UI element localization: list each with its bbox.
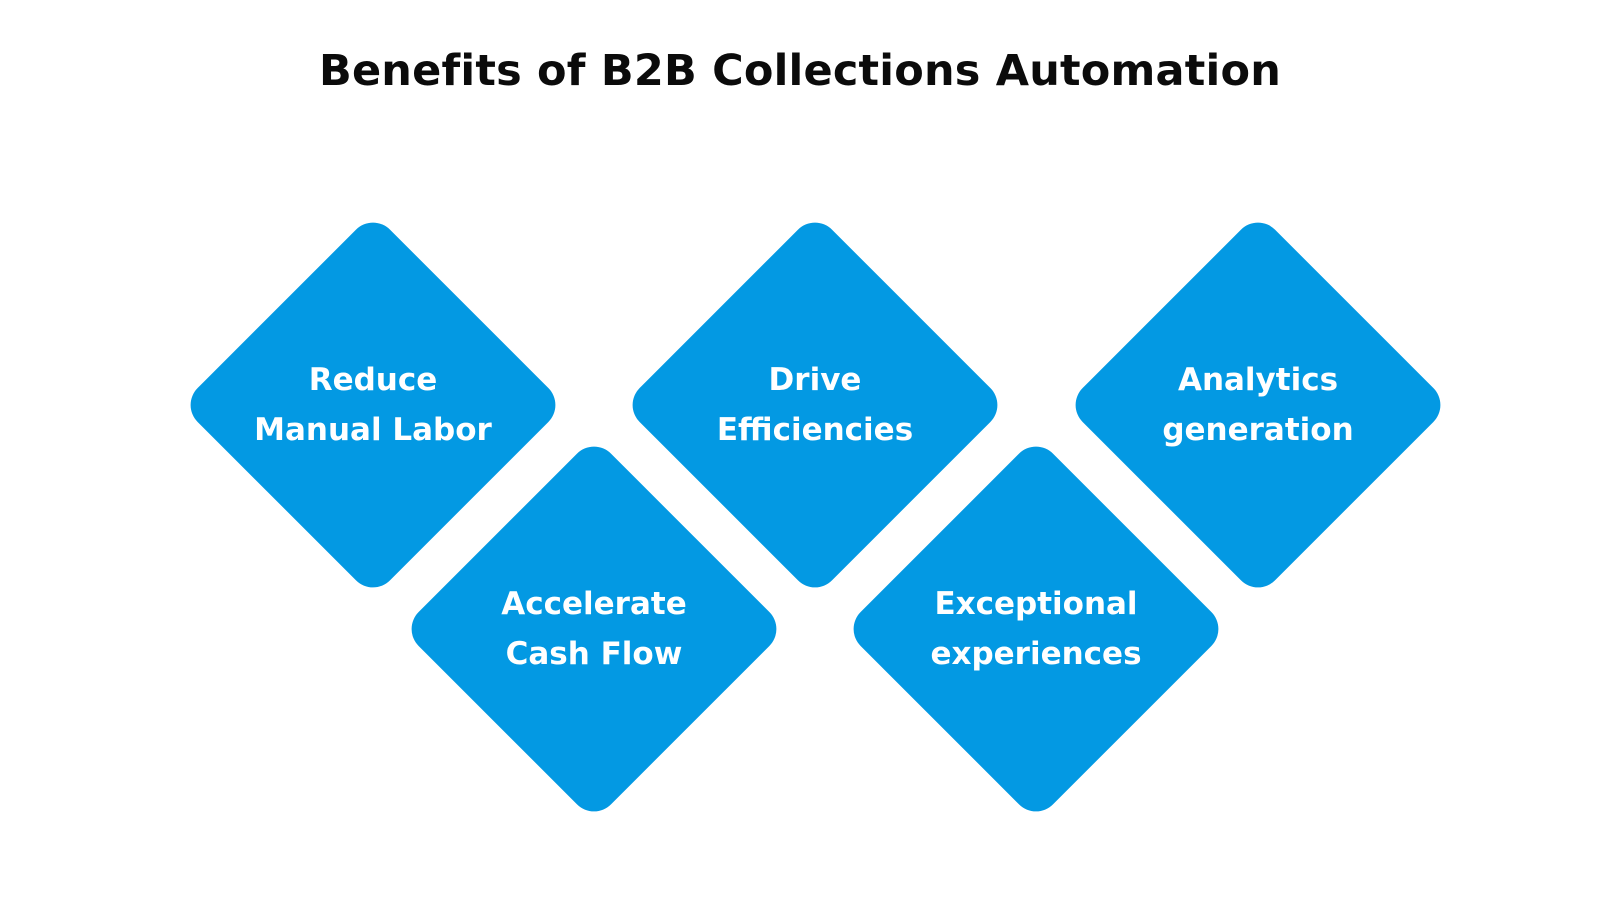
benefit-exceptional-experiences: Exceptional experiences bbox=[843, 436, 1229, 822]
benefit-label: Reduce Manual Labor bbox=[223, 213, 523, 597]
benefit-reduce-manual-labor: Reduce Manual Labor bbox=[180, 212, 566, 598]
benefit-label: Exceptional experiences bbox=[886, 437, 1186, 821]
benefit-label-line: Accelerate bbox=[501, 586, 687, 622]
benefit-label-line: Reduce bbox=[308, 362, 438, 398]
benefit-analytics-generation: Analytics generation bbox=[1065, 212, 1451, 598]
benefit-label: Analytics generation bbox=[1108, 213, 1408, 597]
benefit-label-line: generation bbox=[1162, 412, 1354, 448]
benefit-label-line: Analytics bbox=[1177, 362, 1339, 398]
benefit-label: Drive Efficiencies bbox=[665, 213, 965, 597]
benefit-label-line: Drive bbox=[768, 362, 862, 398]
benefit-label-line: Cash Flow bbox=[505, 636, 683, 672]
benefit-drive-efficiencies: Drive Efficiencies bbox=[622, 212, 1008, 598]
benefit-label-line: Efficiencies bbox=[716, 412, 914, 448]
benefit-label-line: experiences bbox=[930, 636, 1142, 672]
benefit-label-line: Manual Labor bbox=[254, 412, 492, 448]
benefit-label: Accelerate Cash Flow bbox=[444, 437, 744, 821]
page-title: Benefits of B2B Collections Automation bbox=[318, 46, 1282, 96]
benefit-accelerate-cash-flow: Accelerate Cash Flow bbox=[401, 436, 787, 822]
benefit-label-line: Exceptional bbox=[934, 586, 1138, 622]
